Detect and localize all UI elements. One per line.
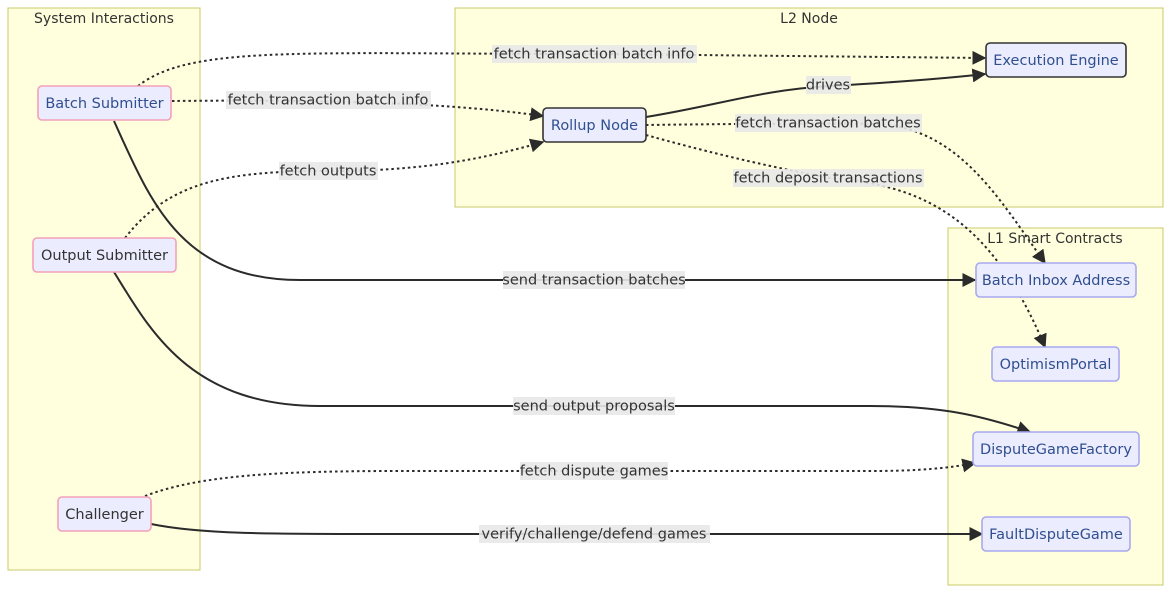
edge-label-rollup-portal: fetch deposit transactions — [733, 169, 924, 187]
node-batch-inbox-address[interactable]: Batch Inbox Address — [975, 262, 1137, 298]
svg-text:fetch outputs: fetch outputs — [280, 164, 377, 180]
cluster-l2-title: L2 Node — [780, 11, 838, 27]
svg-text:verify/challenge/defend games: verify/challenge/defend games — [482, 527, 707, 543]
edge-label-bs-rollup: fetch transaction batch info — [226, 91, 431, 109]
edge-label-rollup-exec: drives — [806, 76, 851, 94]
svg-text:Batch Submitter: Batch Submitter — [45, 96, 163, 112]
svg-text:drives: drives — [806, 78, 850, 94]
edges — [113, 50, 1047, 541]
svg-text:send output proposals: send output proposals — [513, 399, 675, 415]
svg-text:FaultDisputeGame: FaultDisputeGame — [989, 527, 1123, 543]
svg-text:Rollup Node: Rollup Node — [551, 118, 638, 134]
cluster-l1-title: L1 Smart Contracts — [987, 231, 1122, 247]
edge-ch-dgf — [144, 458, 977, 497]
svg-text:Output Submitter: Output Submitter — [41, 248, 168, 264]
svg-text:send transaction batches: send transaction batches — [502, 273, 685, 289]
svg-text:Batch Inbox Address: Batch Inbox Address — [982, 273, 1130, 289]
node-fault-dispute-game[interactable]: FaultDisputeGame — [981, 516, 1131, 552]
edge-label-os-rollup: fetch outputs — [279, 162, 378, 180]
edge-label-rollup-inbox: fetch transaction batches — [735, 114, 922, 132]
edge-label-bs-inbox: send transaction batches — [502, 271, 686, 289]
node-execution-engine[interactable]: Execution Engine — [985, 42, 1127, 78]
svg-text:fetch dispute games: fetch dispute games — [520, 464, 669, 480]
node-rollup-node[interactable]: Rollup Node — [542, 107, 647, 143]
node-challenger[interactable]: Challenger — [57, 496, 152, 532]
edge-os-dgf — [113, 271, 1032, 435]
edge-bs-inbox — [113, 120, 977, 287]
edge-os-rollup — [124, 138, 545, 239]
svg-text:fetch transaction batches: fetch transaction batches — [735, 116, 920, 132]
svg-text:Challenger: Challenger — [65, 507, 143, 523]
edge-label-bs-exec: fetch transaction batch info — [492, 45, 697, 63]
svg-text:fetch transaction batch info: fetch transaction batch info — [494, 47, 695, 63]
node-batch-submitter[interactable]: Batch Submitter — [37, 85, 172, 121]
svg-text:DisputeGameFactory: DisputeGameFactory — [980, 442, 1132, 458]
edge-label-ch-fdg: verify/challenge/defend games — [479, 525, 710, 543]
edge-label-os-dgf: send output proposals — [513, 397, 675, 415]
svg-text:OptimismPortal: OptimismPortal — [1000, 357, 1112, 373]
node-dispute-game-factory[interactable]: DisputeGameFactory — [972, 431, 1140, 467]
edge-labels: fetch transaction batch info fetch trans… — [226, 45, 924, 543]
cluster-system-title: System Interactions — [34, 11, 174, 27]
edge-label-ch-dgf: fetch dispute games — [520, 462, 669, 480]
svg-text:fetch transaction batch info: fetch transaction batch info — [228, 93, 429, 109]
edge-rollup-inbox — [645, 122, 1046, 265]
node-optimism-portal[interactable]: OptimismPortal — [991, 346, 1120, 382]
svg-text:Execution Engine: Execution Engine — [993, 53, 1119, 69]
node-output-submitter[interactable]: Output Submitter — [32, 237, 177, 273]
svg-text:fetch deposit transactions: fetch deposit transactions — [733, 171, 922, 187]
edge-ch-fdg — [150, 523, 984, 541]
